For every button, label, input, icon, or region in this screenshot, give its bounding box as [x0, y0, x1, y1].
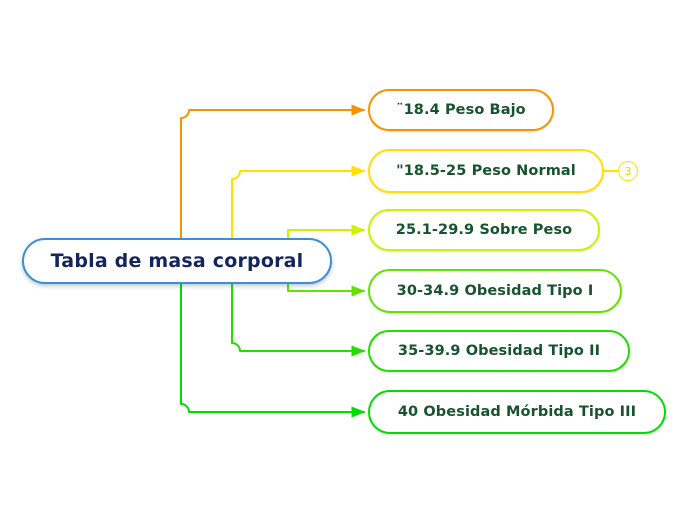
- collapsed-children-badge[interactable]: 3: [618, 161, 638, 181]
- badge-count: 3: [624, 164, 632, 178]
- root-node[interactable]: Tabla de masa corporal: [22, 238, 332, 284]
- child-node-label: ¨18.4 Peso Bajo: [396, 102, 526, 118]
- child-node-label: 30-34.9 Obesidad Tipo I: [396, 283, 594, 299]
- connector-4: [287, 283, 366, 297]
- child-node-label: 40 Obesidad Mórbida Tipo III: [397, 404, 637, 420]
- child-node-label: 25.1-29.9 Sobre Peso: [395, 222, 573, 238]
- child-node-4[interactable]: 30-34.9 Obesidad Tipo I: [368, 269, 622, 313]
- connector-1: [180, 104, 366, 239]
- connector-2: [231, 165, 366, 239]
- child-node-label: 35-39.9 Obesidad Tipo II: [397, 343, 601, 359]
- child-node-5[interactable]: 35-39.9 Obesidad Tipo II: [368, 330, 630, 372]
- connector-3: [287, 224, 366, 239]
- connector-6: [180, 283, 366, 418]
- child-node-2[interactable]: "18.5-25 Peso Normal: [368, 149, 604, 193]
- child-node-1[interactable]: ¨18.4 Peso Bajo: [368, 89, 554, 131]
- child-node-3[interactable]: 25.1-29.9 Sobre Peso: [368, 209, 600, 251]
- root-node-label: Tabla de masa corporal: [50, 250, 304, 272]
- child-node-label: "18.5-25 Peso Normal: [396, 163, 576, 179]
- connector-5: [231, 283, 366, 357]
- child-node-6[interactable]: 40 Obesidad Mórbida Tipo III: [368, 390, 666, 434]
